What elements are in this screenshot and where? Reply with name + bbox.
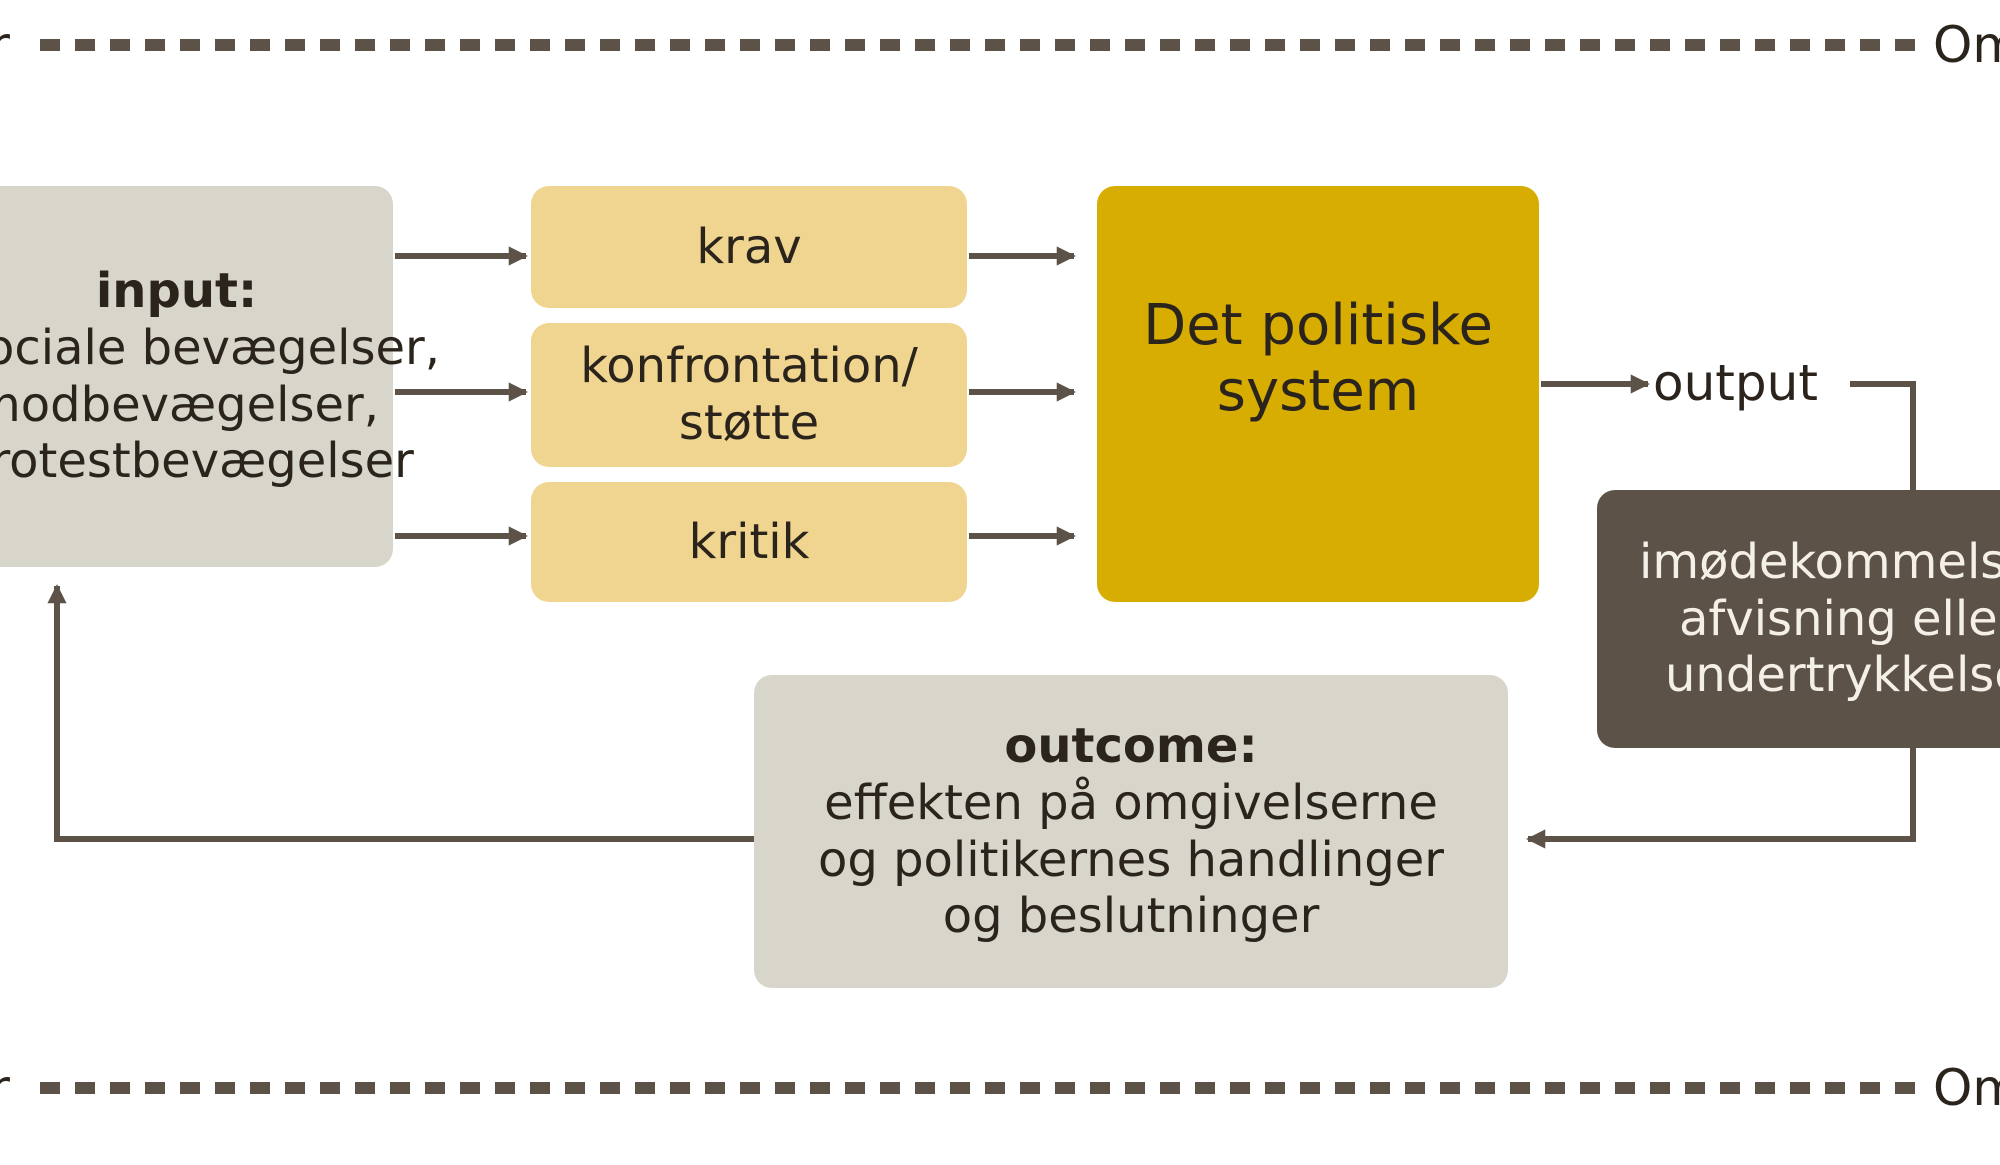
step-label: krav: [696, 218, 802, 275]
output-label: output: [1653, 354, 1818, 412]
political-system-box: Det politiske system: [1097, 186, 1539, 602]
input-line: modbevægelser,: [0, 376, 379, 433]
connector-output-response: [1850, 381, 1916, 490]
outcome-line: og beslutninger: [942, 888, 1320, 945]
boundary-right-label: Omgivelser: [1933, 16, 2000, 74]
step-krav: krav: [531, 186, 967, 308]
arrow-outcome-input: [47, 584, 754, 842]
system-line: system: [1216, 359, 1420, 424]
response-box: imødekommelse, afvisning eller undertryk…: [1597, 490, 2000, 748]
boundary-right-label-bottom: Omgivelser: [1933, 1059, 2000, 1117]
outcome-line: og politikernes handlinger: [817, 831, 1445, 888]
input-line: sociale bevægelser,: [0, 319, 441, 376]
response-line: afvisning eller: [1679, 590, 2000, 647]
step-konfrontation: konfrontation/ støtte: [531, 323, 967, 467]
input-box: input: sociale bevægelser, modbevægelser…: [0, 186, 441, 567]
boundary-left-label-bottom: Omgivelser: [0, 1063, 10, 1113]
response-line: imødekommelse,: [1639, 534, 2000, 591]
outcome-box: outcome: effekten på omgivelserne og pol…: [754, 675, 1508, 988]
outcome-title: outcome:: [1004, 718, 1258, 775]
system-line: Det politiske: [1143, 292, 1493, 358]
step-label: kritik: [688, 513, 810, 570]
input-line: protestbevægelser: [0, 433, 414, 490]
step-kritik: kritik: [531, 482, 967, 602]
arrow-response-outcome: [1526, 748, 1916, 849]
input-title: input:: [95, 263, 258, 320]
response-line: undertrykkelse: [1665, 647, 2000, 704]
outcome-line: effekten på omgivelserne: [824, 774, 1438, 831]
step-label: konfrontation/ støtte: [580, 338, 918, 451]
boundary-left-label: Omgivelser: [0, 20, 10, 70]
